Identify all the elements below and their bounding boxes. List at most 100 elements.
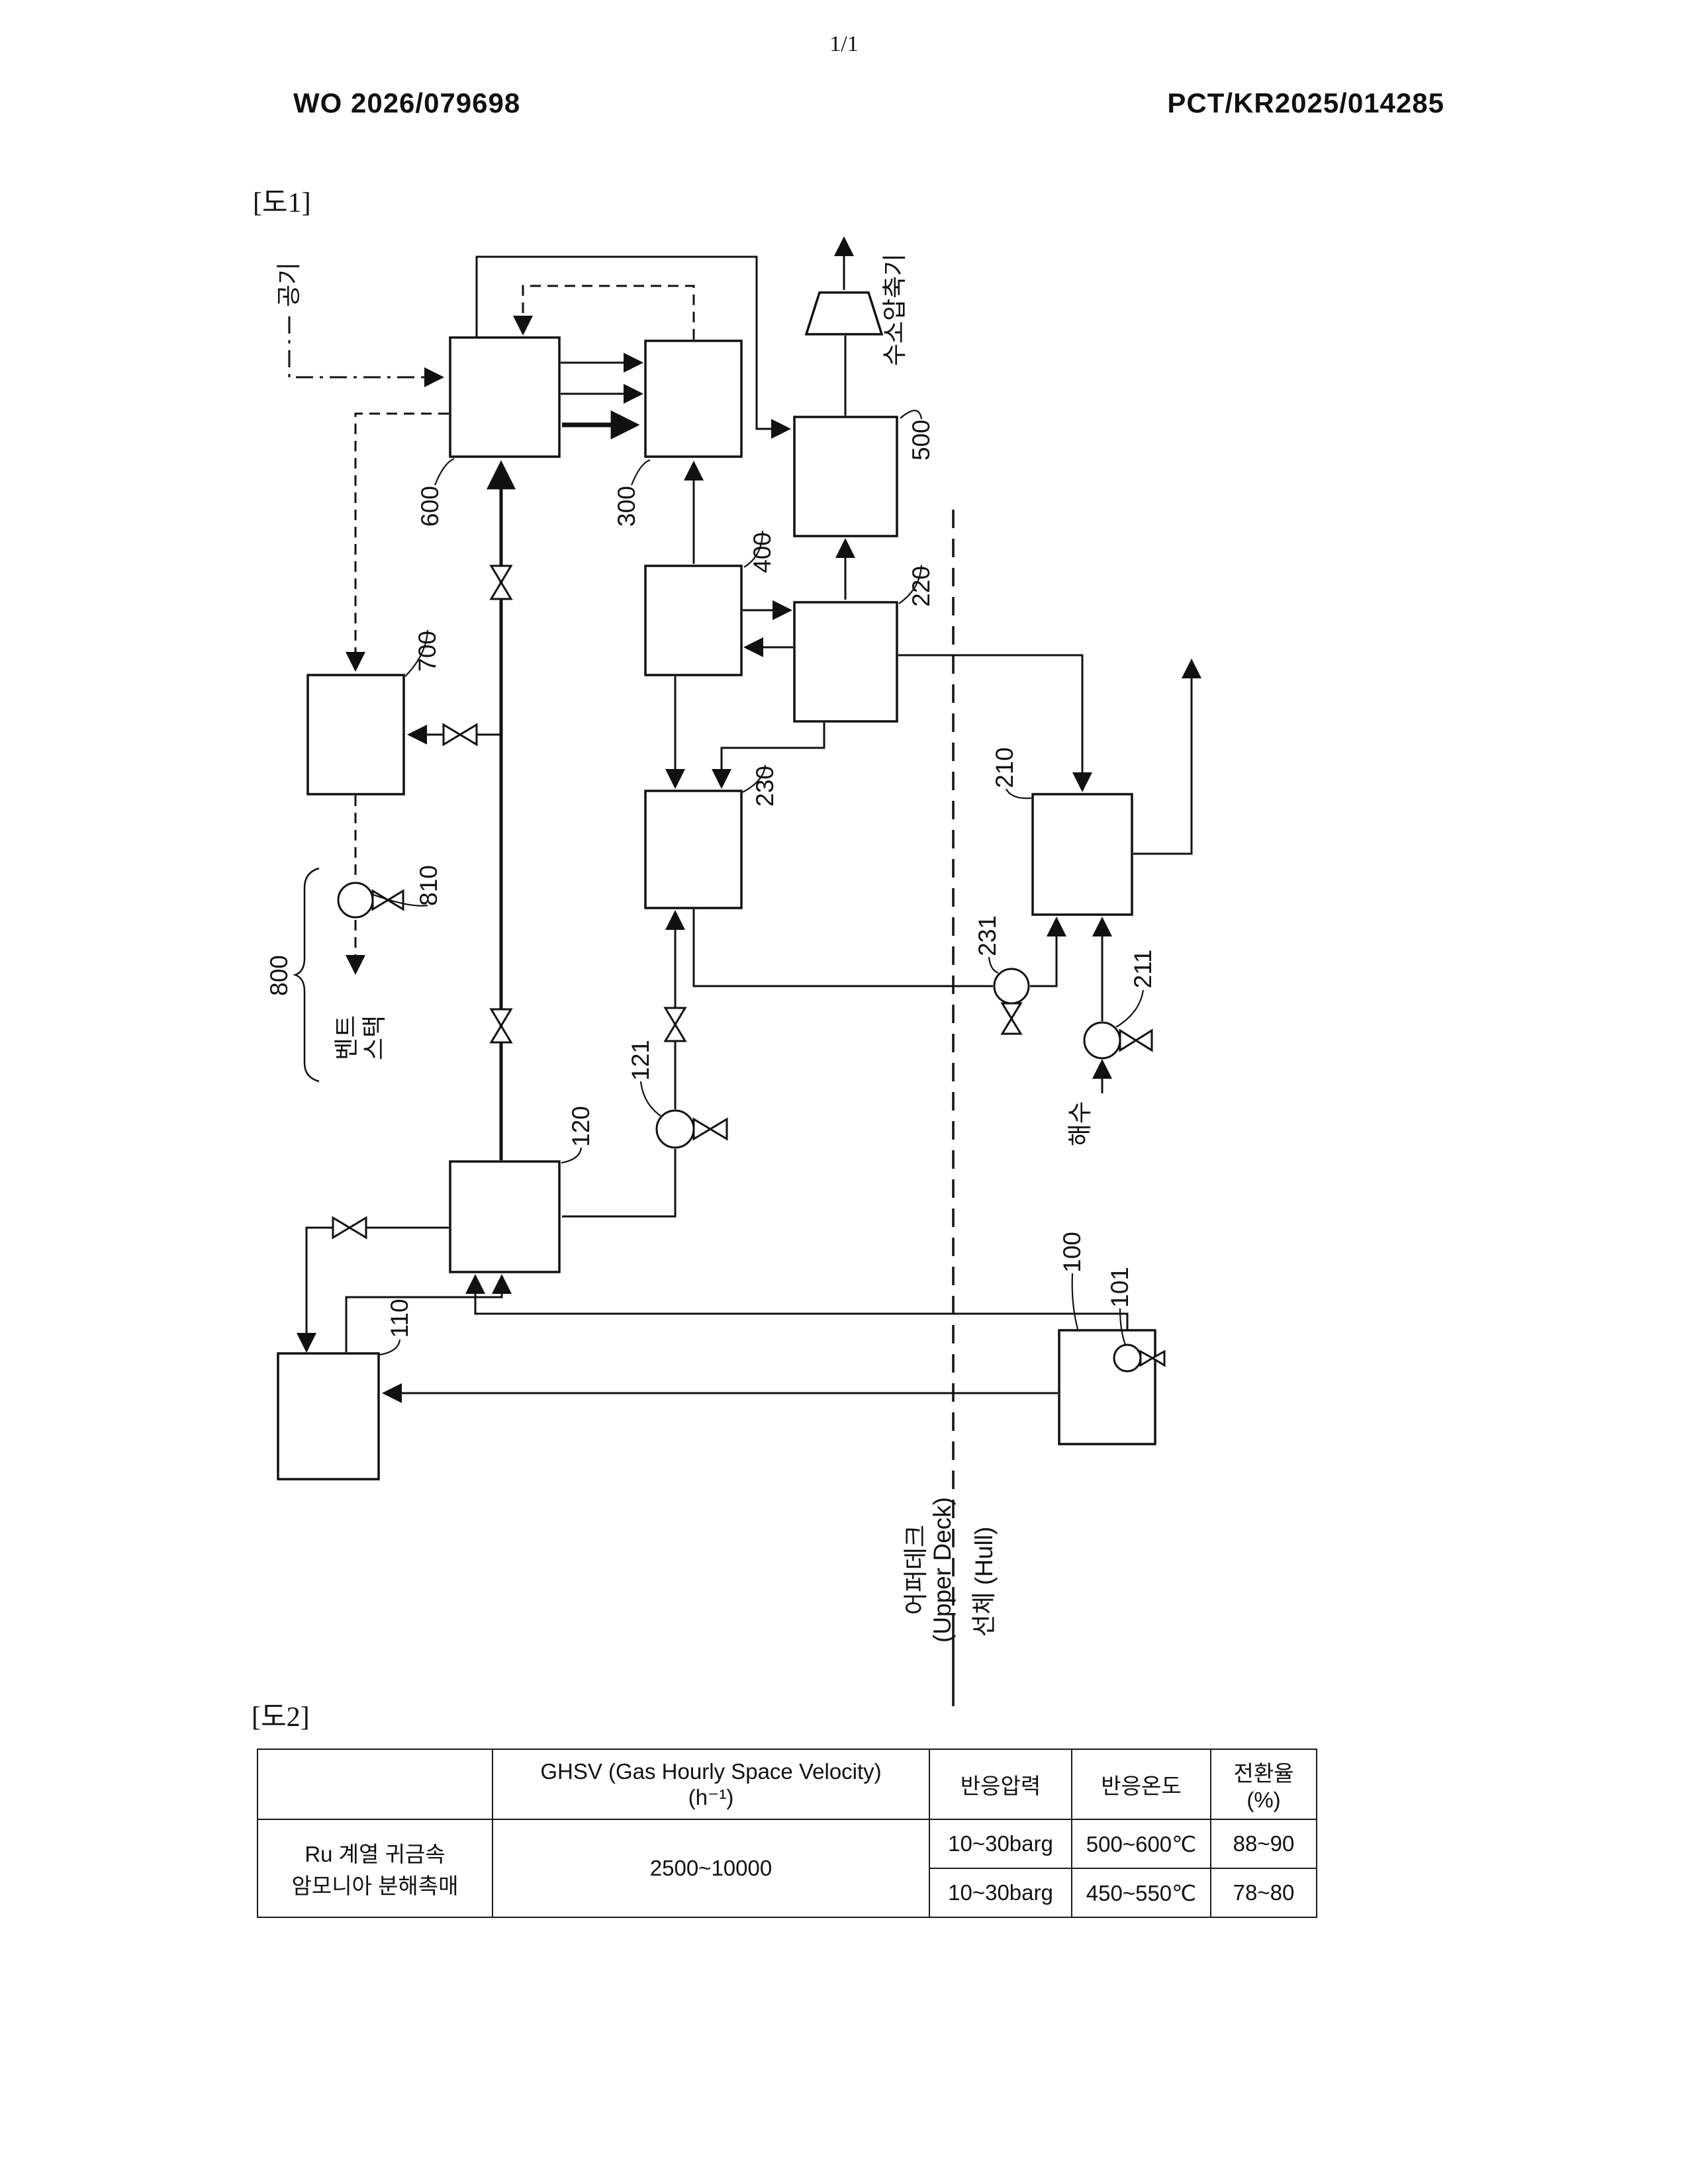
pipe-120-to-110 bbox=[297, 1226, 449, 1353]
unit-400-box bbox=[644, 565, 743, 676]
temperature-value-cell-2: 450~550℃ bbox=[1071, 1868, 1211, 1918]
label-h2-compressor: 수소압축기 bbox=[881, 253, 908, 366]
figure2-table-container: GHSV (Gas Hourly Space Velocity) (h⁻¹) 반… bbox=[257, 1749, 1317, 1918]
table-corner-cell bbox=[257, 1749, 493, 1820]
ghsv-header-line2: (h⁻¹) bbox=[688, 1784, 734, 1809]
valve-600-feed-lower-icon bbox=[489, 1008, 513, 1044]
pipe-air-to-600 bbox=[288, 316, 444, 387]
unit-110-box bbox=[277, 1352, 380, 1480]
ghsv-header-cell: GHSV (Gas Hourly Space Velocity) (h⁻¹) bbox=[492, 1749, 930, 1820]
leader-101 bbox=[1119, 1308, 1127, 1345]
page-number: 1/1 bbox=[829, 32, 859, 56]
temperature-value-cell-1: 500~600℃ bbox=[1071, 1819, 1211, 1869]
pipe-600-top-recycle bbox=[475, 255, 791, 439]
label-hull: 선체 (Hull) bbox=[970, 1527, 998, 1637]
valve-pump121-line-icon bbox=[663, 1007, 687, 1042]
pump-231-symbol bbox=[993, 968, 1030, 1035]
ghsv-header-line1: GHSV (Gas Hourly Space Velocity) bbox=[540, 1758, 882, 1784]
ghsv-value-cell: 2500~10000 bbox=[492, 1819, 930, 1918]
pump-211-symbol bbox=[1083, 1021, 1153, 1060]
catalyst-label-cell: Ru 계열 귀금속 암모니아 분해촉매 bbox=[257, 1819, 493, 1918]
catalyst-label-line1: Ru 계열 귀금속 bbox=[305, 1842, 445, 1866]
label-230: 230 bbox=[751, 766, 778, 807]
pipe-210-discharge bbox=[1133, 659, 1201, 855]
figure2-caption: [도2] bbox=[252, 1702, 310, 1733]
label-211: 211 bbox=[1129, 950, 1156, 989]
leader-810 bbox=[373, 893, 428, 907]
leader-231 bbox=[988, 956, 999, 974]
label-800: 800 bbox=[265, 955, 293, 996]
pipe-300-to-600-dashed bbox=[513, 285, 695, 340]
label-120: 120 bbox=[567, 1106, 594, 1147]
label-500: 500 bbox=[908, 420, 935, 461]
label-upper-deck-kr: 어퍼데크 bbox=[902, 1525, 929, 1615]
pipe-600-to-700-dashed bbox=[346, 412, 449, 672]
leader-121 bbox=[639, 1081, 661, 1116]
leader-210 bbox=[1006, 788, 1032, 799]
valve-120-110-icon bbox=[332, 1216, 367, 1240]
pump-810-symbol bbox=[337, 882, 404, 919]
unit-210-box bbox=[1031, 793, 1133, 916]
label-210: 210 bbox=[991, 747, 1018, 788]
leader-220 bbox=[898, 565, 923, 604]
application-number: PCT/KR2025/014285 bbox=[1167, 87, 1444, 118]
label-100: 100 bbox=[1058, 1232, 1086, 1273]
process-flow-diagram: 공기 수소압축기 해수 벤트 스택 어퍼데크 (Upper Deck) 선체 (… bbox=[265, 236, 1201, 1706]
pipe-120-to-pump121 bbox=[562, 1149, 677, 1218]
figure1-caption: [도1] bbox=[253, 188, 311, 218]
unit-300-box bbox=[644, 340, 743, 458]
conversion-header-line1: 전환율 bbox=[1233, 1761, 1294, 1786]
leader-100 bbox=[1071, 1273, 1079, 1330]
pipe-pump101-to-120 bbox=[465, 1274, 1129, 1343]
conversion-value-cell-2: 78~80 bbox=[1210, 1868, 1317, 1918]
unit-100-box bbox=[1058, 1329, 1156, 1445]
pump-121-symbol bbox=[655, 1109, 728, 1149]
valve-700-branch-icon bbox=[442, 723, 478, 747]
label-220: 220 bbox=[908, 566, 935, 607]
label-vent-line2: 스택 bbox=[361, 1015, 388, 1060]
hydrogen-compressor-symbol bbox=[804, 291, 884, 336]
label-400: 400 bbox=[749, 532, 776, 573]
pressure-value-cell-1: 10~30barg bbox=[929, 1819, 1072, 1869]
conversion-header-cell: 전환율 (%) bbox=[1210, 1749, 1317, 1820]
label-101: 101 bbox=[1106, 1267, 1133, 1308]
label-600: 600 bbox=[416, 486, 444, 527]
publication-number: WO 2026/079698 bbox=[293, 87, 521, 118]
leader-300 bbox=[630, 459, 651, 486]
leader-500 bbox=[900, 410, 923, 420]
label-810: 810 bbox=[415, 865, 442, 906]
temperature-header-cell: 반응온도 bbox=[1071, 1749, 1211, 1820]
label-upper-deck-en: (Upper Deck) bbox=[929, 1497, 956, 1643]
label-vent-line1: 벤트 bbox=[333, 1015, 360, 1060]
label-121: 121 bbox=[627, 1040, 654, 1081]
leader-211 bbox=[1115, 989, 1145, 1028]
pressure-value-cell-2: 10~30barg bbox=[929, 1868, 1072, 1918]
label-700: 700 bbox=[414, 631, 441, 672]
leader-600 bbox=[434, 457, 455, 486]
unit-230-box bbox=[644, 790, 743, 909]
conversion-value-cell-1: 88~90 bbox=[1210, 1819, 1317, 1869]
label-seawater: 해수 bbox=[1066, 1101, 1094, 1146]
label-110: 110 bbox=[386, 1299, 413, 1338]
leader-120 bbox=[561, 1147, 583, 1164]
unit-220-box bbox=[793, 601, 898, 723]
leader-400 bbox=[743, 530, 764, 568]
label-231: 231 bbox=[974, 915, 1001, 956]
pipe-pump231-to-210 bbox=[1030, 917, 1066, 987]
pipe-220-to-210 bbox=[898, 654, 1092, 792]
pump-101-symbol bbox=[1113, 1343, 1166, 1373]
valve-600-feed-upper-icon bbox=[489, 565, 513, 600]
catalyst-label-line2: 암모니아 분해촉매 bbox=[291, 1874, 459, 1898]
label-air: 공기 bbox=[275, 262, 303, 307]
pipe-230-to-pump231 bbox=[692, 909, 993, 987]
conversion-header-line2: (%) bbox=[1246, 1788, 1281, 1812]
leader-700 bbox=[404, 629, 429, 677]
leader-110 bbox=[379, 1339, 401, 1356]
pipe-220-to-230 bbox=[712, 723, 825, 789]
ghsv-conversion-table: GHSV (Gas Hourly Space Velocity) (h⁻¹) 반… bbox=[257, 1749, 1317, 1918]
unit-700-box bbox=[306, 674, 405, 796]
pressure-header-cell: 반응압력 bbox=[929, 1749, 1072, 1820]
pipe-110-to-120 bbox=[345, 1274, 512, 1352]
label-300: 300 bbox=[613, 486, 640, 527]
